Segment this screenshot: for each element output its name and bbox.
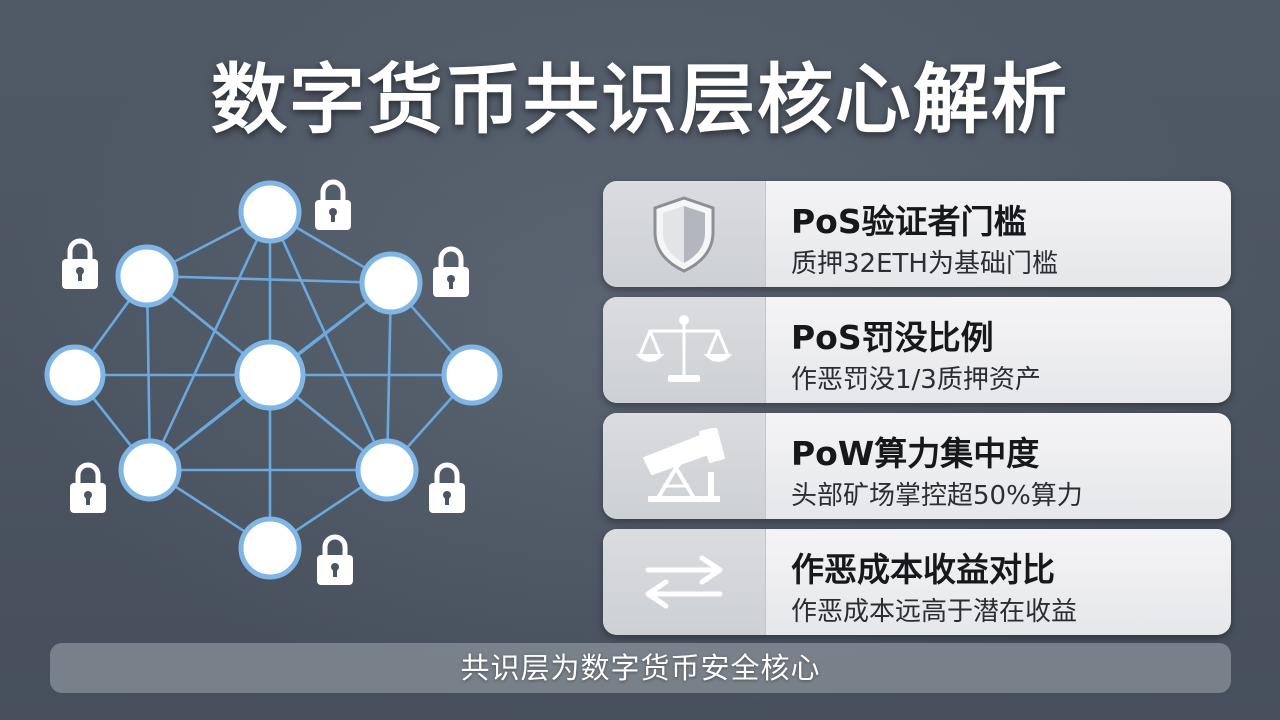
card-title: PoS罚没比例 <box>791 318 994 357</box>
caption-text: 共识层为数字货币安全核心 <box>460 651 821 685</box>
exchange-arrows-icon <box>645 555 723 609</box>
card-title: PoS验证者门槛 <box>791 202 1027 241</box>
shield-icon <box>653 196 715 273</box>
network-edge <box>268 210 389 472</box>
network-edge <box>148 210 272 472</box>
network-node <box>238 516 302 580</box>
lock-icon <box>70 465 106 513</box>
network-diagram <box>44 170 503 590</box>
lock-icon <box>62 241 98 289</box>
card-icon-box <box>603 413 766 519</box>
card-subtitle: 头部矿场掌控超50%算力 <box>791 481 1083 511</box>
info-card-list: PoS验证者门槛 质押32ETH为基础门槛 PoS罚没比例 <box>603 181 1231 645</box>
network-node <box>359 251 423 315</box>
info-card-cost-benefit: 作恶成本收益对比 作恶成本远高于潜在收益 <box>603 529 1231 635</box>
page-title: 数字货币共识层核心解析 <box>211 55 1069 144</box>
card-subtitle: 作恶罚没1/3质押资产 <box>791 365 1041 395</box>
network-node <box>115 244 179 308</box>
card-icon-box <box>603 529 766 635</box>
network-nodes <box>44 180 503 580</box>
network-node <box>355 438 419 502</box>
network-node <box>234 339 306 411</box>
lock-icon <box>433 249 469 297</box>
scale-icon <box>636 315 732 382</box>
card-subtitle: 质押32ETH为基础门槛 <box>791 249 1058 279</box>
info-card-pos-threshold: PoS验证者门槛 质押32ETH为基础门槛 <box>603 181 1231 287</box>
lock-icon <box>317 537 353 585</box>
card-icon-box <box>603 297 766 403</box>
info-card-pos-slashing: PoS罚没比例 作恶罚没1/3质押资产 <box>603 297 1231 403</box>
lock-icon <box>429 465 465 513</box>
network-node <box>238 180 302 244</box>
network-node <box>118 438 182 502</box>
caption-bar: 共识层为数字货币安全核心 <box>50 643 1231 693</box>
network-node <box>44 344 106 406</box>
mining-rig-icon <box>643 428 725 502</box>
info-card-pow-concentration: PoW算力集中度 头部矿场掌控超50%算力 <box>603 413 1231 519</box>
card-icon-box <box>603 181 766 287</box>
network-node <box>441 344 503 406</box>
card-subtitle: 作恶成本远高于潜在收益 <box>791 597 1078 627</box>
lock-icon <box>315 182 351 230</box>
card-title: 作恶成本收益对比 <box>791 550 1055 589</box>
card-title: PoW算力集中度 <box>791 434 1040 473</box>
network-edge <box>145 274 393 285</box>
network-edge <box>145 274 152 472</box>
